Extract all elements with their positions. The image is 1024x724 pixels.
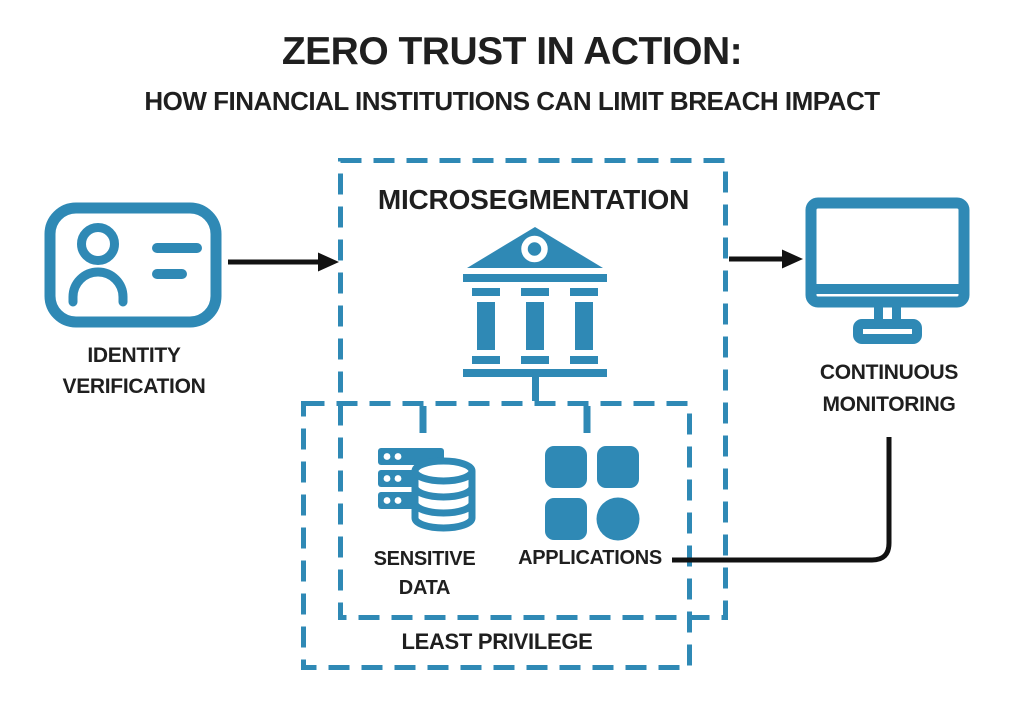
monitoring-label-line1: CONTINUOUS xyxy=(819,361,959,384)
monitor-screen xyxy=(805,197,970,308)
continuous-monitoring-label: CONTINUOUS MONITORING xyxy=(789,357,989,421)
bank-base xyxy=(463,369,607,377)
monitoring-label-line2: MONITORING xyxy=(822,393,956,416)
applications-label: APPLICATIONS xyxy=(518,547,662,569)
monitor-base xyxy=(853,319,922,344)
id-card-icon xyxy=(44,202,222,328)
app-grid-icon xyxy=(545,446,640,541)
bank-pediment-ring xyxy=(521,235,548,263)
arrow-identity-to-microsegmentation xyxy=(228,252,339,272)
least-privilege-label: LEAST PRIVILEGE xyxy=(401,629,593,654)
sensitive-data-label: SENSITIVE DATA xyxy=(352,545,497,603)
connector-monitoring-to-applications xyxy=(672,437,892,563)
database-cylinder xyxy=(411,457,476,532)
monitor-neck-right xyxy=(892,307,901,321)
bank-columns xyxy=(472,288,598,364)
identity-label-line1: IDENTITY xyxy=(87,344,181,367)
monitor-neck-left xyxy=(874,307,883,321)
bank-icon xyxy=(463,227,607,377)
sensitive-data-label-line1: SENSITIVE xyxy=(373,548,476,570)
person-glyph xyxy=(68,223,128,307)
identity-verification-label: IDENTITY VERIFICATION xyxy=(24,340,244,402)
sensitive-data-label-line2: DATA xyxy=(398,577,451,599)
id-card-outline xyxy=(44,202,222,328)
monitor-icon xyxy=(805,197,970,344)
microsegmentation-label: MICROSEGMENTATION xyxy=(377,184,690,215)
bank-pediment xyxy=(467,227,603,268)
bank-entablature xyxy=(463,274,607,282)
identity-label-line2: VERIFICATION xyxy=(62,375,206,398)
page-title: ZERO TRUST IN ACTION: xyxy=(281,30,743,73)
database-server-icon xyxy=(378,448,476,532)
card-text-lines xyxy=(152,243,202,279)
page-subtitle: HOW FINANCIAL INSTITUTIONS CAN LIMIT BRE… xyxy=(144,86,880,116)
arrow-microsegmentation-to-monitoring xyxy=(729,249,803,269)
